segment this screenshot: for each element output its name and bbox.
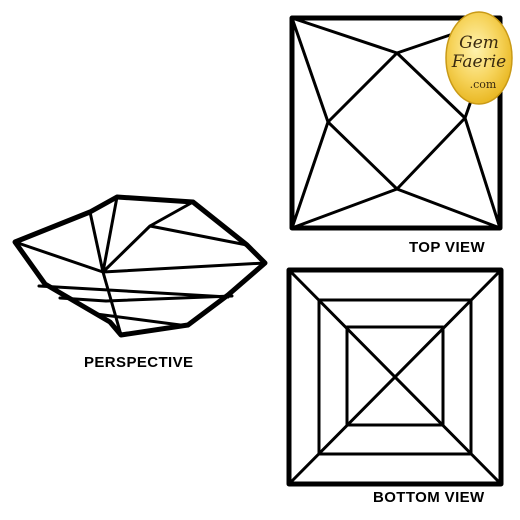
bottom-view-caption: BOTTOM VIEW <box>373 489 485 506</box>
perspective-caption: PERSPECTIVE <box>84 354 194 371</box>
crown-facets <box>13 195 267 274</box>
top-view-caption: TOP VIEW <box>409 239 485 256</box>
bottom-view-ring-outer <box>317 298 473 456</box>
top-view-star-facets <box>290 16 502 230</box>
logo-badge <box>445 11 513 105</box>
gemfaerie-logo[interactable]: Gem Faerie .com <box>444 9 514 107</box>
pavilion-facets <box>37 270 234 337</box>
bottom-view-ring-inner <box>345 325 445 427</box>
logo-text-com: .com <box>469 78 497 91</box>
logo-text-faerie: Faerie <box>451 52 507 72</box>
bottom-view-outline <box>286 267 504 487</box>
logo-text-gem: Gem <box>459 33 499 53</box>
top-view-outline <box>289 15 503 231</box>
bottom-view-diagonals <box>287 268 503 486</box>
